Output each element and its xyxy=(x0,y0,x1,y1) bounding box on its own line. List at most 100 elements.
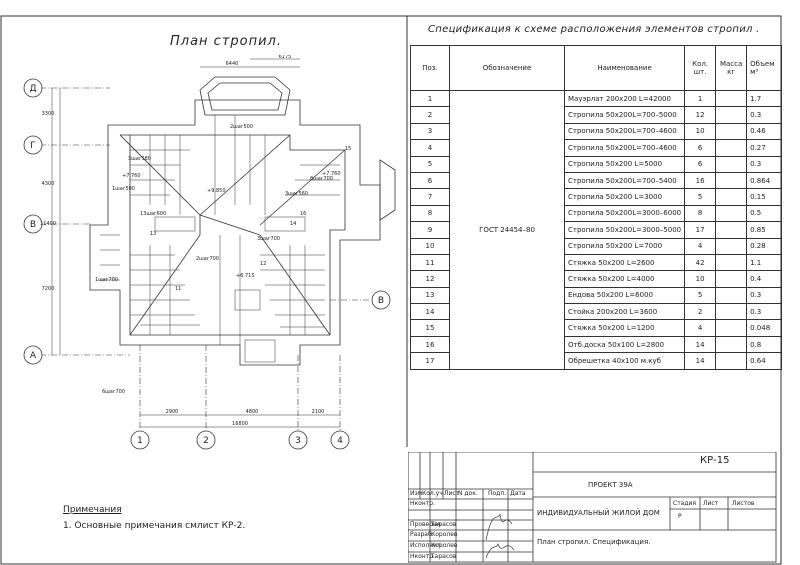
spec-cell-mass xyxy=(715,335,748,354)
spec-cell-qty: 4 xyxy=(684,237,717,255)
header-mass: Масса кг xyxy=(715,45,748,91)
tb-col-kolych: Кол.уч xyxy=(422,490,443,497)
plan-title: План стропил. xyxy=(170,34,282,49)
spec-cell-volume: 0.46 xyxy=(746,122,783,141)
spec-cell-mass xyxy=(715,139,748,157)
spec-cell-mass xyxy=(715,106,748,124)
spec-cell-volume: 0.3 xyxy=(746,155,783,173)
tb-role-3: Разраб. xyxy=(410,531,434,538)
spec-table: Поз. Обозначение Наименование Кол. шт. М… xyxy=(410,45,783,370)
tb-col-ndoc: N док. xyxy=(458,490,478,497)
plan-annotation: +6.715 xyxy=(236,273,255,279)
axis-bubble-letter: А xyxy=(30,351,37,361)
plan-annotation: 16 xyxy=(300,211,306,217)
spec-cell-qty: 16 xyxy=(684,171,717,190)
spec-cell-mass xyxy=(715,221,748,239)
spec-cell-pos: 17 xyxy=(410,352,450,370)
spec-cell-pos: 2 xyxy=(410,106,450,124)
spec-cell-volume: 1.7 xyxy=(746,89,783,108)
axis-bubble-number: 1 xyxy=(137,436,143,446)
axis-bubble-number: 4 xyxy=(337,436,343,446)
spec-cell-mass xyxy=(715,303,748,321)
tb-stage-h: Стадия xyxy=(673,500,697,507)
header-volume: Объем м³ xyxy=(746,45,783,91)
header-designation: Обозначение xyxy=(449,45,565,91)
tb-sheets-h: Листов xyxy=(732,500,755,507)
spec-cell-pos: 3 xyxy=(410,122,450,141)
spec-cell-volume: 1.1 xyxy=(746,253,783,272)
inner-outline xyxy=(120,134,346,336)
tb-name-2: Тарасов xyxy=(431,521,457,528)
plan-annotation: +9.850 xyxy=(207,188,226,194)
plan-annotation: 13 xyxy=(150,231,156,237)
plan-annotation: 6шаг700 xyxy=(102,389,125,395)
plan-annotation: 2шаг700 xyxy=(196,256,219,262)
spec-cell-mass xyxy=(715,352,748,370)
dimension-label: 16800 xyxy=(232,421,248,427)
spec-cell-name: Стропила 50x200 L=3000 xyxy=(563,188,686,206)
spec-cell-pos: 1 xyxy=(410,89,450,108)
spec-cell-name: Стойка 200x200 L=3600 xyxy=(563,303,686,321)
tb-name-5: Тарасов xyxy=(431,553,457,560)
plan-annotation: 3шаг560 xyxy=(285,191,308,197)
tb-object: ИНДИВИДУАЛЬНЫЙ ЖИЛОЙ ДОМ xyxy=(537,509,660,517)
spec-cell-volume: 0.5 xyxy=(746,204,783,223)
spec-cell-pos: 11 xyxy=(410,253,450,272)
spec-cell-volume: 0.3 xyxy=(746,303,783,321)
spec-cell-pos: 6 xyxy=(410,171,450,190)
axis-bubble-number: 3 xyxy=(295,436,301,446)
spec-cell-volume: 0.15 xyxy=(746,188,783,206)
spec-cell-qty: 42 xyxy=(684,253,717,272)
spec-cell-name: Стропила 50x200 L=5000 xyxy=(563,155,686,173)
spec-cell-name: Стропила 50x200L=700–4600 xyxy=(563,139,686,157)
plan-annotation: 3шаг700 xyxy=(257,236,280,242)
spec-cell-pos: 10 xyxy=(410,237,450,255)
spec-cell-pos: 4 xyxy=(410,139,450,157)
plan-annotation: 1шаг700 xyxy=(95,277,118,283)
building-outline xyxy=(89,99,381,366)
spec-cell-pos: 14 xyxy=(410,303,450,321)
spec-cell-mass xyxy=(715,188,748,206)
spec-cell-name: Стропила 50x200L=700–5400 xyxy=(563,171,686,190)
plan-annotation: +7.760 xyxy=(322,171,341,177)
dimension-label: 2100 xyxy=(312,409,325,415)
spec-cell-mass xyxy=(715,204,748,223)
plan-annotation: 2шаг500 xyxy=(230,124,253,130)
spec-cell-pos: 7 xyxy=(410,188,450,206)
axis-bubble-number: 2 xyxy=(203,436,209,446)
spec-cell-name: Ендова 50x200 L=6000 xyxy=(563,286,686,305)
spec-cell-name: Отб.доска 50x100 L=2800 xyxy=(563,335,686,354)
tb-col-podp: Подп. xyxy=(488,490,507,497)
spec-cell-volume: 0.27 xyxy=(746,139,783,157)
spec-cell-volume: 0.85 xyxy=(746,221,783,239)
spec-cell-qty: 2 xyxy=(684,303,717,321)
spec-cell-volume: 0.3 xyxy=(746,286,783,305)
spec-cell-qty: 5 xyxy=(684,188,717,206)
plan-annotation: 14 xyxy=(290,221,296,227)
dimension-label: 2900 xyxy=(166,409,179,415)
spec-cell-qty: 17 xyxy=(684,221,717,239)
notes-heading: Примечания xyxy=(63,505,122,515)
tb-role-2: Проверил xyxy=(410,521,441,528)
spec-cell-name: Стропила 50x200L=3000–5000 xyxy=(563,221,686,239)
spec-cell-name: Стропила 50x200 L=7000 xyxy=(563,237,686,255)
spec-cell-qty: 14 xyxy=(684,352,717,370)
spec-cell-qty: 12 xyxy=(684,106,717,124)
tb-sheet-h: Лист xyxy=(703,500,719,507)
spec-cell-qty: 10 xyxy=(684,122,717,141)
tb-col-izm: Изм. xyxy=(410,490,425,497)
plan-annotation: 8шаг700 xyxy=(310,176,333,182)
tb-role-4: Исполнил xyxy=(410,542,441,549)
plan-annotation: 1шаг580 xyxy=(112,186,135,192)
spec-cell-qty: 14 xyxy=(684,335,717,354)
tb-col-date: Дата xyxy=(510,490,526,497)
spec-cell-qty: 6 xyxy=(684,139,717,157)
spec-cell-pos: 15 xyxy=(410,319,450,337)
spec-cell-mass xyxy=(715,171,748,190)
